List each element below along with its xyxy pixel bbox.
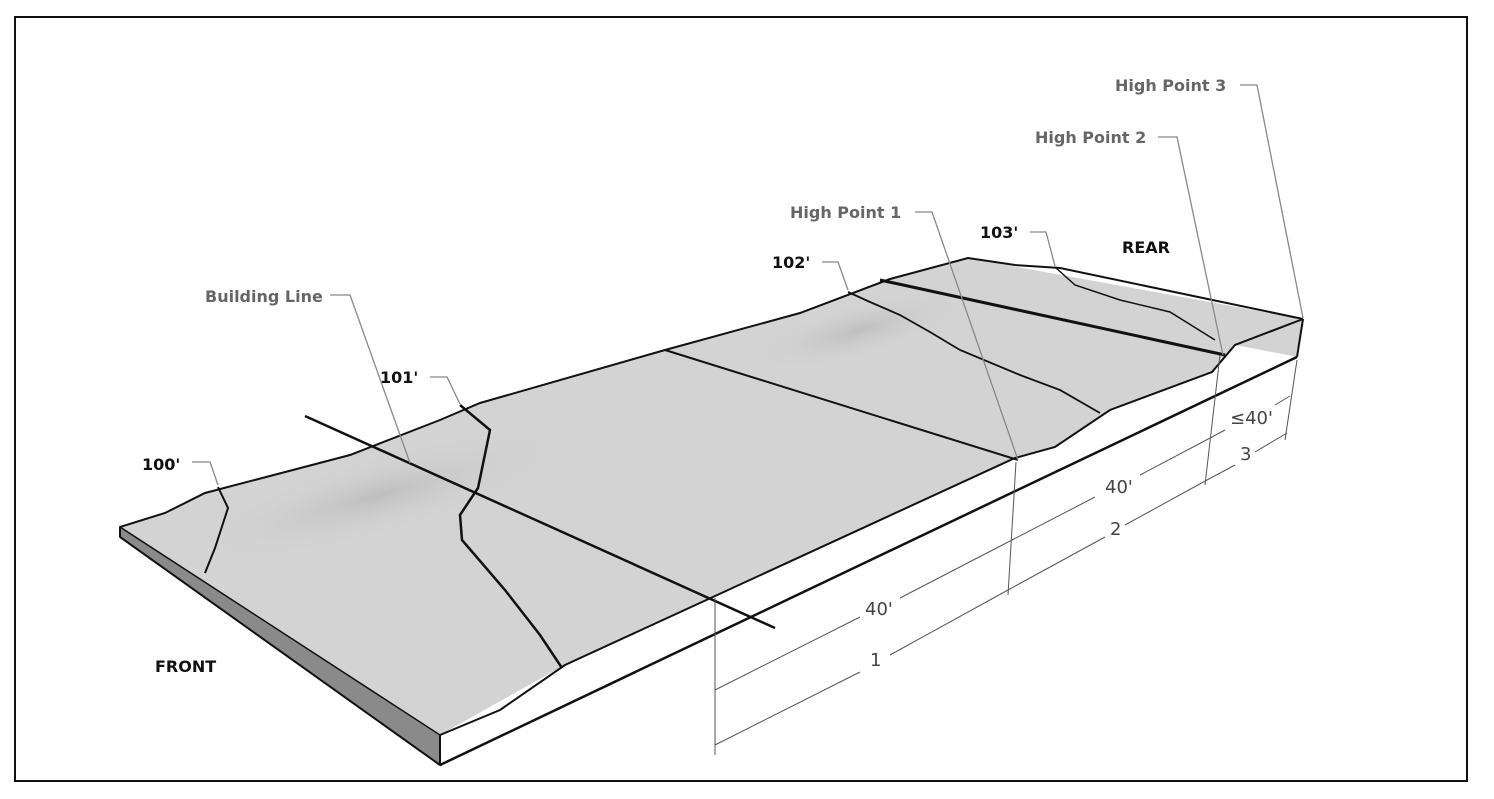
dim-line-seg1-top xyxy=(899,539,1013,599)
extension-line xyxy=(1284,359,1298,441)
dim-line-seg2-top xyxy=(1139,436,1213,476)
building-line-leader xyxy=(330,294,411,464)
contour-103 xyxy=(1054,266,1216,341)
terrain-shade xyxy=(197,430,563,560)
lot-near-edge xyxy=(439,318,1304,736)
high-point-3-leader xyxy=(1240,84,1304,319)
terrain-shade xyxy=(753,289,967,371)
dim-line-seg1-bottom xyxy=(889,589,1009,656)
dim-line-seg1-bottom xyxy=(714,671,861,746)
dim-seg2-length: 40' xyxy=(1105,477,1133,498)
high-point-2-label: High Point 2 xyxy=(1035,128,1146,147)
extension-line xyxy=(1007,461,1017,596)
dim-line-seg2-bottom xyxy=(1007,536,1106,591)
contour-102-leader xyxy=(822,261,849,291)
dim-line-seg2-bottom xyxy=(1124,479,1208,526)
rear-label: REAR xyxy=(1122,238,1170,257)
dim-seg3-index: 3 xyxy=(1240,444,1251,465)
lot-long-side xyxy=(440,345,1297,765)
dim-line-seg3-bottom xyxy=(1206,464,1236,481)
dim-seg2-index: 2 xyxy=(1110,519,1121,540)
division-line-1 xyxy=(664,349,1019,461)
dim-line-seg3-bottom xyxy=(1254,432,1288,453)
dim-seg1-length: 40' xyxy=(865,599,893,620)
extension-line xyxy=(1204,354,1221,486)
diagram-frame xyxy=(14,16,1468,782)
contour-102 xyxy=(847,291,1101,414)
high-point-2-leader xyxy=(1158,136,1224,356)
dim-line-seg2-top xyxy=(1011,496,1096,541)
contour-102-label: 102' xyxy=(772,253,810,272)
building-line xyxy=(304,414,776,630)
contour-101-label: 101' xyxy=(380,368,418,387)
high-point-1-label: High Point 1 xyxy=(790,203,901,222)
lot-right-edge xyxy=(1296,318,1304,358)
dim-line-seg1-top xyxy=(714,616,861,691)
contour-100-label: 100' xyxy=(142,455,180,474)
high-point-1-leader xyxy=(915,211,1019,461)
dim-seg3-length: ≤40' xyxy=(1230,408,1273,429)
contour-103-label: 103' xyxy=(980,223,1018,242)
contour-100-leader xyxy=(192,461,219,486)
front-label: FRONT xyxy=(155,657,216,676)
lot-top-surface xyxy=(120,258,1303,735)
building-line-label: Building Line xyxy=(205,287,323,306)
contour-100 xyxy=(204,486,230,574)
dim-line-seg3-top xyxy=(1274,395,1291,406)
division-line-2 xyxy=(879,278,1226,357)
dim-seg1-index: 1 xyxy=(870,650,881,671)
high-point-3-label: High Point 3 xyxy=(1115,76,1226,95)
contour-103-leader xyxy=(1030,231,1056,267)
contour-101 xyxy=(458,404,564,669)
dim-line-seg3-top xyxy=(1211,429,1226,438)
lot-left-bottom xyxy=(119,536,441,766)
lot-bottom-edge xyxy=(439,355,1298,767)
contour-101-leader xyxy=(430,376,461,405)
